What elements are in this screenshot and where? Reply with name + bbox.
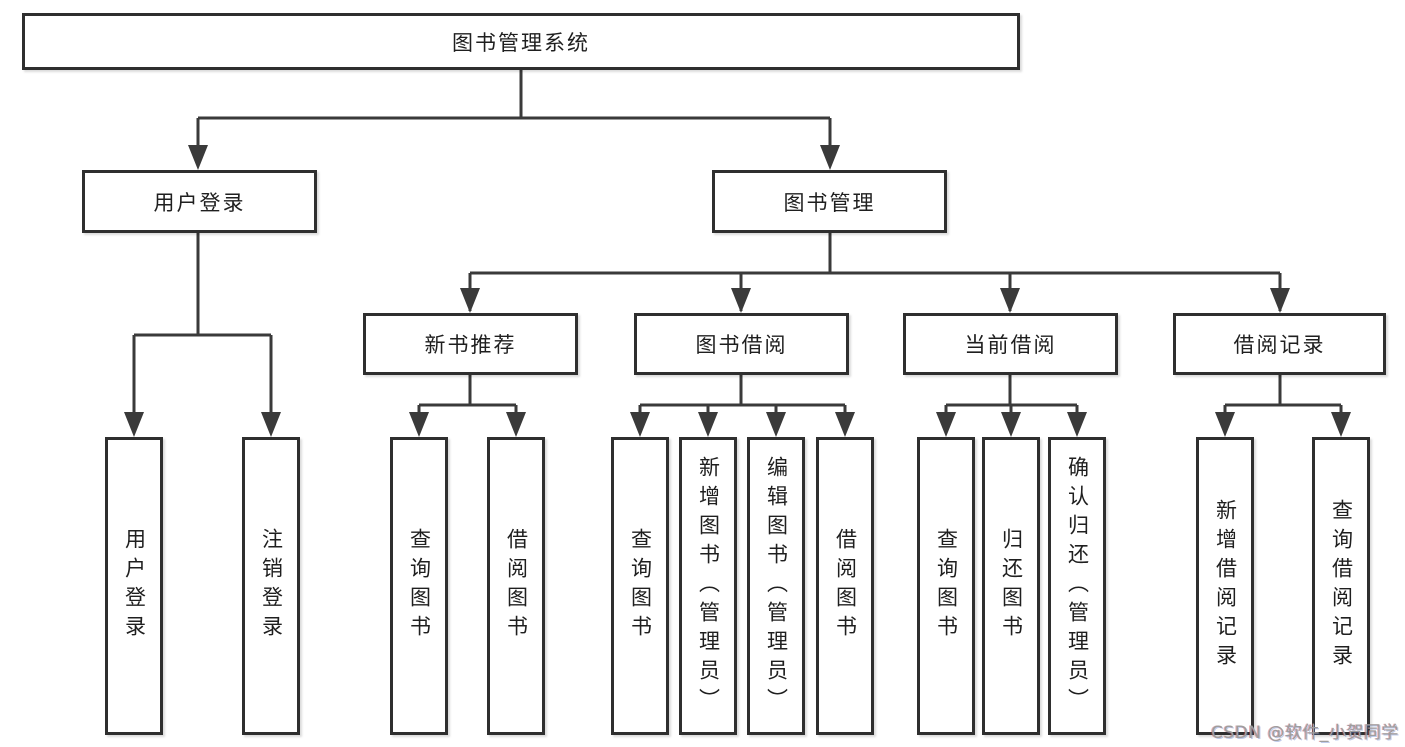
- connector-book-management-to-sections: [460, 233, 1290, 313]
- node-user-login: 用户登录: [82, 170, 317, 233]
- connector-root-to-level2: [188, 70, 840, 170]
- leaf-borrow-book-recommend-label: 借阅图书: [504, 528, 529, 644]
- new-book-recommend-label: 新书推荐: [424, 333, 517, 357]
- connector-new-book-recommend-to-leaves: [409, 375, 526, 437]
- node-new-book-recommend: 新书推荐: [363, 313, 578, 375]
- leaf-borrow-book-label: 借阅图书: [833, 528, 858, 644]
- leaf-edit-book-admin-label: 编辑图书（管理员）: [764, 455, 789, 717]
- leaf-add-borrow-record: 新增借阅记录: [1196, 437, 1254, 735]
- leaf-logout: 注销登录: [242, 437, 300, 735]
- leaf-confirm-return-admin-label: 确认归还（管理员）: [1065, 455, 1090, 717]
- csdn-watermark: CSDN @软件_小贺同学: [1211, 723, 1399, 743]
- leaf-query-book-borrow-label: 查询图书: [628, 528, 653, 644]
- connector-current-borrow-to-leaves: [936, 375, 1087, 437]
- connector-borrow-record-to-leaves: [1215, 375, 1351, 437]
- leaf-query-book-recommend: 查询图书: [390, 437, 448, 735]
- user-login-label: 用户登录: [153, 190, 246, 215]
- node-book-management: 图书管理: [712, 170, 947, 233]
- borrow-record-label: 借阅记录: [1233, 333, 1326, 357]
- leaf-user-login-label: 用户登录: [122, 528, 147, 644]
- leaf-return-book: 归还图书: [982, 437, 1040, 735]
- leaf-edit-book-admin: 编辑图书（管理员）: [747, 437, 805, 735]
- leaf-query-borrow-record: 查询借阅记录: [1312, 437, 1370, 735]
- connector-book-borrow-to-leaves: [630, 375, 855, 437]
- leaf-query-book-current-label: 查询图书: [934, 528, 959, 644]
- node-book-borrow: 图书借阅: [634, 313, 849, 375]
- leaf-borrow-book: 借阅图书: [816, 437, 874, 735]
- node-current-borrow: 当前借阅: [903, 313, 1118, 375]
- root-system-label: 图书管理系统: [452, 30, 590, 55]
- connector-user-login-to-leaves: [124, 233, 281, 437]
- node-root-system: 图书管理系统: [22, 13, 1020, 70]
- current-borrow-label: 当前借阅: [964, 333, 1057, 357]
- leaf-query-book-recommend-label: 查询图书: [407, 528, 432, 644]
- leaf-query-book-borrow: 查询图书: [611, 437, 669, 735]
- leaf-query-borrow-record-label: 查询借阅记录: [1329, 499, 1354, 673]
- leaf-add-borrow-record-label: 新增借阅记录: [1213, 499, 1238, 673]
- leaf-return-book-label: 归还图书: [999, 528, 1024, 644]
- leaf-borrow-book-recommend: 借阅图书: [487, 437, 545, 735]
- leaf-add-book-admin: 新增图书（管理员）: [679, 437, 737, 735]
- book-borrow-label: 图书借阅: [695, 333, 788, 357]
- leaf-query-book-current: 查询图书: [917, 437, 975, 735]
- leaf-add-book-admin-label: 新增图书（管理员）: [696, 455, 721, 717]
- book-management-label: 图书管理: [783, 190, 876, 215]
- leaf-user-login: 用户登录: [105, 437, 163, 735]
- leaf-logout-label: 注销登录: [259, 528, 284, 644]
- node-borrow-record: 借阅记录: [1173, 313, 1386, 375]
- leaf-confirm-return-admin: 确认归还（管理员）: [1048, 437, 1106, 735]
